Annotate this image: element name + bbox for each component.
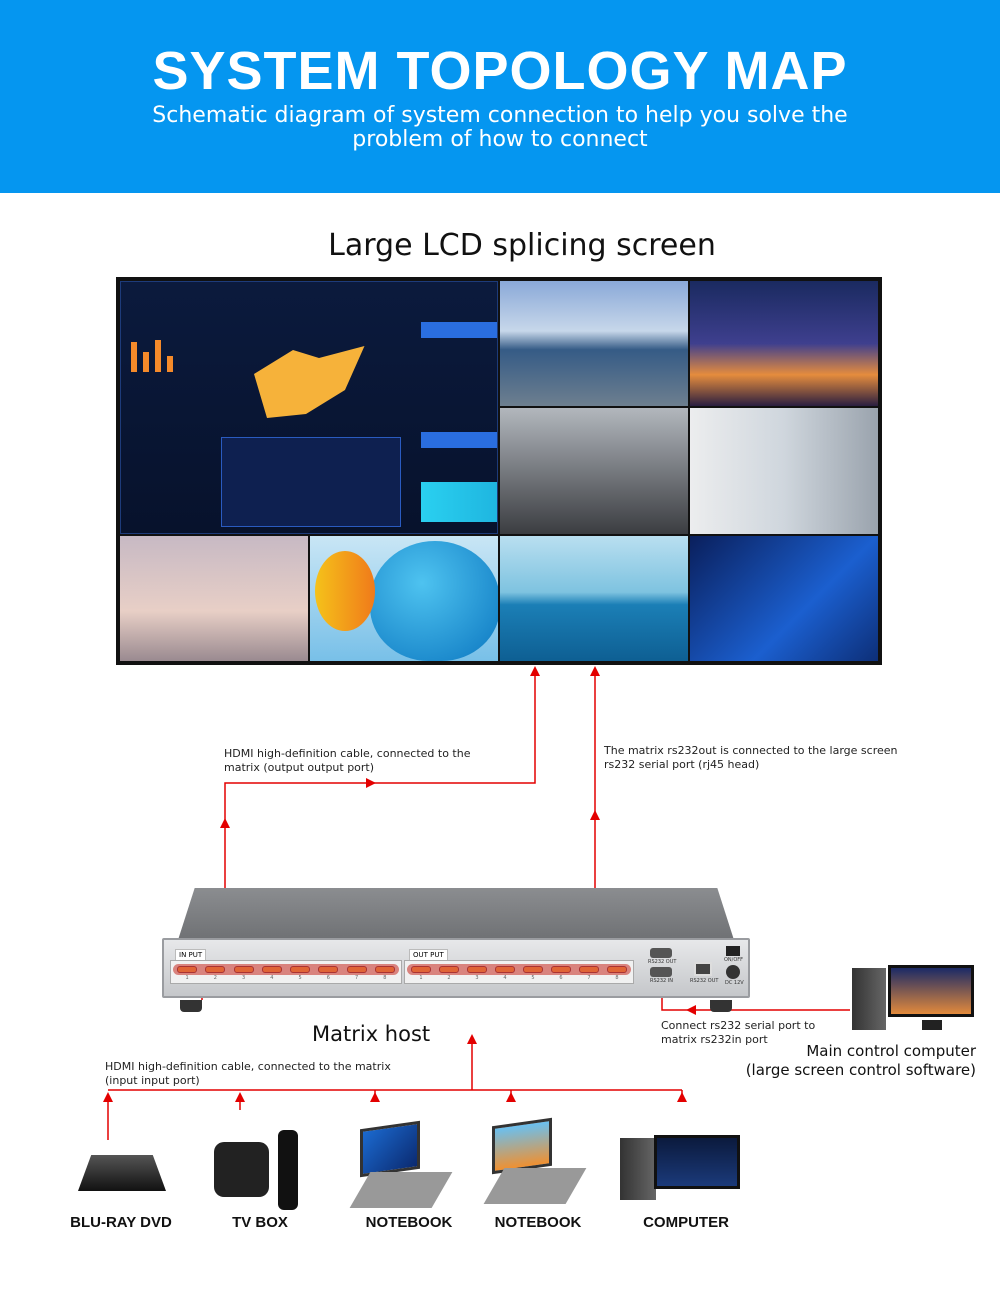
header-banner: SYSTEM TOPOLOGY MAP Schematic diagram of…: [0, 0, 1000, 193]
dashboard-tile: [120, 281, 498, 534]
city-night-tile: [690, 281, 878, 407]
page-subtitle: Schematic diagram of system connection t…: [152, 103, 848, 152]
port-num: 3: [475, 975, 479, 981]
port-num: 5: [298, 975, 302, 981]
port-num: 7: [355, 975, 359, 981]
source-label: NOTEBOOK: [494, 1214, 582, 1231]
screen-title: Large LCD splicing screen: [328, 228, 716, 263]
port-num: 8: [383, 975, 387, 981]
traffic-tile: [500, 408, 688, 534]
input-port-group: IN PUT 1 2 3 4 5 6 7 8: [170, 949, 402, 984]
power-switch-label: ON/OFF: [724, 957, 744, 963]
port-num: 2: [447, 975, 451, 981]
rs232-out-label: RS232 OUT: [648, 959, 677, 965]
matrix-host: IN PUT 1 2 3 4 5 6 7 8 OUT PUT 1 2 3 4 5 6 7 8 RS232 O…: [162, 888, 750, 1012]
rs232-in-note: Connect rs232 serial port to matrix rs23…: [661, 1019, 816, 1046]
computer-tower-icon: [620, 1138, 656, 1200]
source-label: NOTEBOOK: [365, 1214, 453, 1231]
source-label: TV BOX: [232, 1214, 288, 1231]
page-title: SYSTEM TOPOLOGY MAP: [152, 41, 848, 101]
port-num: 4: [270, 975, 274, 981]
hdmi-input-note: HDMI high-definition cable, connected to…: [105, 1060, 391, 1087]
notebook-icon: [360, 1120, 420, 1178]
matrix-host-label: Matrix host: [312, 1022, 431, 1046]
harbour-tile: [500, 281, 688, 407]
airplane-tile: [120, 535, 308, 661]
computer-monitor-icon: [654, 1135, 740, 1189]
port-num: 6: [326, 975, 330, 981]
output-tag: OUT PUT: [409, 949, 448, 960]
computer-caption-line1: Main control computer: [806, 1042, 976, 1060]
port-num: 1: [185, 975, 189, 981]
rs232-out-note: The matrix rs232out is connected to the …: [604, 744, 898, 771]
port-num: 7: [587, 975, 591, 981]
source-label: BLU-RAY DVD: [70, 1214, 172, 1231]
port-num: 2: [213, 975, 217, 981]
output-port-group: OUT PUT 1 2 3 4 5 6 7 8: [404, 949, 634, 984]
notebook-icon: [492, 1117, 552, 1175]
meeting-tile: [690, 408, 878, 534]
computer-caption-line2: (large screen control software): [745, 1061, 976, 1079]
balloon-tile: [310, 535, 498, 661]
dc-label: DC 12V: [725, 980, 744, 986]
hdmi-output-note: HDMI high-definition cable, connected to…: [224, 747, 471, 774]
port-num: 4: [503, 975, 507, 981]
port-num: 3: [242, 975, 246, 981]
lcd-splicing-screen: [116, 277, 882, 665]
rj45-label: RS232 OUT: [690, 978, 719, 984]
port-num: 8: [615, 975, 619, 981]
port-num: 1: [419, 975, 423, 981]
rs232-in-label: RS232 IN: [650, 978, 673, 984]
computer-caption: Main control computer (large screen cont…: [740, 1042, 976, 1080]
bluray-dvd-icon: [78, 1155, 166, 1191]
tv-box-icon: [214, 1142, 269, 1197]
source-label: COMPUTER: [643, 1214, 729, 1231]
input-tag: IN PUT: [175, 949, 207, 960]
remote-icon: [278, 1130, 298, 1210]
ship-tile: [500, 535, 688, 661]
windows-tile: [690, 535, 878, 661]
port-num: 5: [531, 975, 535, 981]
port-num: 6: [559, 975, 563, 981]
